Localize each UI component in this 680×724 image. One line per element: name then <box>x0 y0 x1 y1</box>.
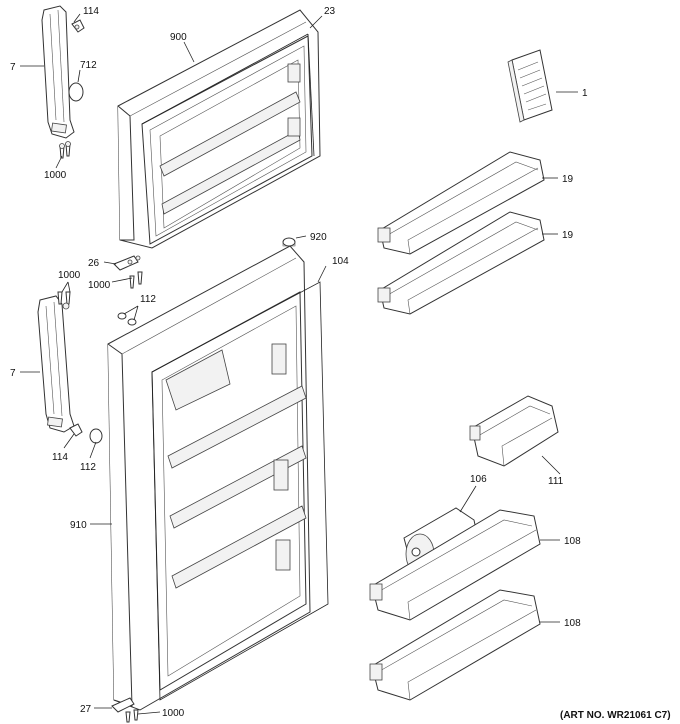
dairy-bin-111 <box>469 395 559 467</box>
screws-1000-top <box>59 141 71 159</box>
label-106: 106 <box>470 474 487 485</box>
hinge-26 <box>113 255 141 271</box>
label-26: 26 <box>88 258 100 269</box>
art-number: (ART NO. WR21061 C7) <box>560 710 671 721</box>
label-1000-top: 1000 <box>44 170 67 181</box>
door-bin-108-upper <box>369 509 541 621</box>
label-112-bottom: 112 <box>80 462 96 473</box>
part-labels: 114 7 712 1000 900 23 1 19 19 920 104 26… <box>10 6 671 721</box>
label-112-top: 112 <box>140 294 156 305</box>
upper-door-handle <box>41 5 75 139</box>
label-7-top: 7 <box>10 62 16 73</box>
freezer-door-bin-lower <box>377 211 545 315</box>
leader-lines <box>20 13 578 715</box>
label-900: 900 <box>170 32 187 43</box>
label-910: 910 <box>70 520 87 531</box>
label-19-upper: 19 <box>562 174 574 185</box>
label-111: 111 <box>548 476 564 487</box>
label-104: 104 <box>332 256 349 267</box>
owner-manual <box>507 49 553 123</box>
cap-712 <box>68 82 84 102</box>
freezer-door-bin-upper <box>377 151 545 255</box>
cap-920 <box>282 237 296 247</box>
label-1: 1 <box>582 88 588 99</box>
freezer-gasket-23 <box>141 33 315 157</box>
label-114-bottom: 114 <box>52 452 68 463</box>
label-920: 920 <box>310 232 327 243</box>
label-1000-mid-b: 1000 <box>88 280 111 291</box>
screw-114-bottom <box>69 423 83 437</box>
screws-1000-handle <box>57 291 71 310</box>
fresh-food-door <box>107 245 311 711</box>
label-1000-mid-a: 1000 <box>58 270 81 281</box>
label-23: 23 <box>324 6 336 17</box>
plug-112-bottom <box>89 428 103 444</box>
label-108-upper: 108 <box>564 536 581 547</box>
screw-114-top <box>71 19 85 33</box>
lower-door-handle <box>37 295 75 433</box>
screws-1000-mid <box>129 271 143 289</box>
door-bin-108-lower <box>369 589 541 701</box>
label-1000-bottom: 1000 <box>162 708 185 719</box>
plugs-112-top <box>117 312 137 326</box>
label-114-top: 114 <box>83 6 99 17</box>
freezer-door <box>117 9 321 249</box>
label-108-lower: 108 <box>564 618 581 629</box>
label-7-bottom: 7 <box>10 368 16 379</box>
label-19-lower: 19 <box>562 230 574 241</box>
bottom-hinge-27 <box>111 697 139 723</box>
label-712: 712 <box>80 60 97 71</box>
fresh-food-gasket-104 <box>151 281 329 701</box>
label-27: 27 <box>80 704 92 715</box>
